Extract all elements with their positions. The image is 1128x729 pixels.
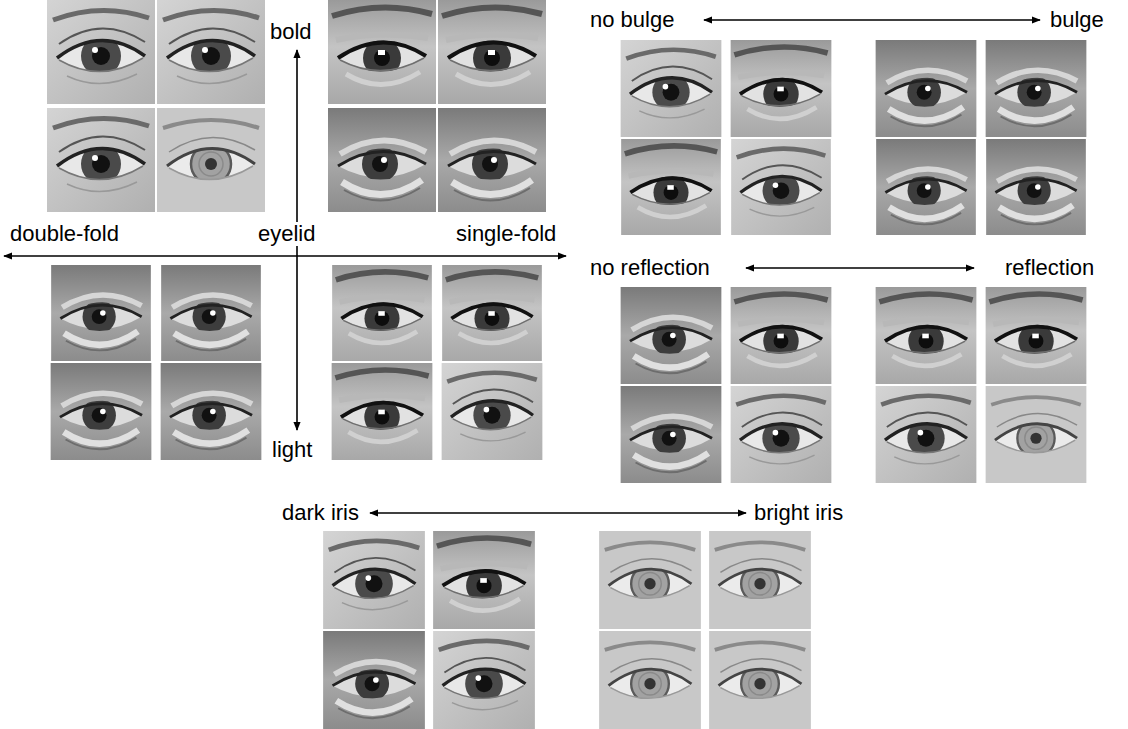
axis-label: bright iris [752,501,845,525]
axis-label: bold [268,20,314,44]
eye-tiles [47,0,1086,729]
axis-label: light [270,438,314,462]
axis-label: single-fold [454,222,558,246]
axis-label: no reflection [588,256,712,280]
axis-label: dark iris [280,501,361,525]
axis-label: no bulge [588,8,676,32]
axis-label: double-fold [8,222,121,246]
axis-label: bulge [1048,8,1106,32]
axis-label: eyelid [256,222,317,246]
axis-label: reflection [1003,256,1096,280]
axis-arrows [4,20,1040,513]
